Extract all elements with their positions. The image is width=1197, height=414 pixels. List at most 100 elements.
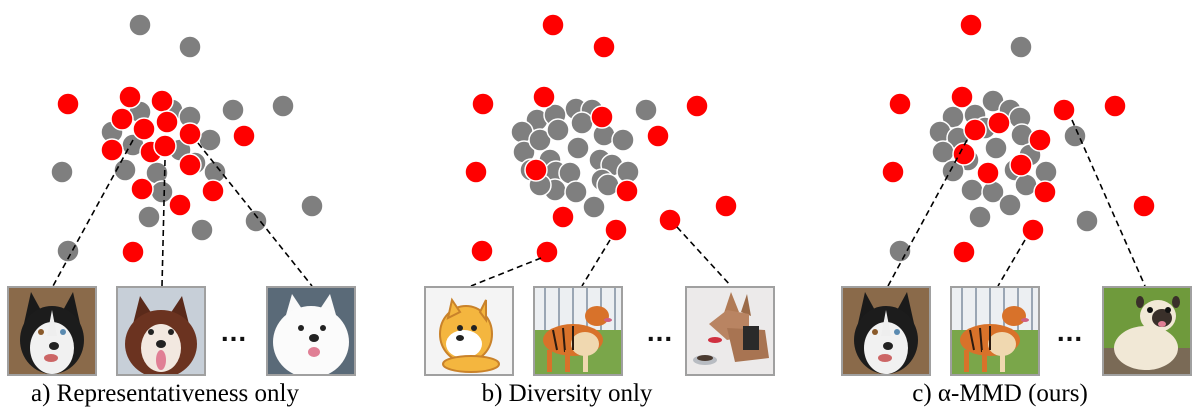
selected-point — [178, 122, 202, 146]
data-point — [564, 180, 588, 204]
selected-point — [132, 117, 156, 141]
selected-point — [471, 92, 495, 116]
selected-point — [1033, 180, 1057, 204]
connector-line — [161, 159, 166, 287]
data-point — [582, 195, 606, 219]
caption-b: b) Diversity only — [481, 380, 653, 407]
data-point — [300, 194, 324, 218]
thumbnail-b-0 — [424, 286, 514, 376]
thumbnail-c-1 — [950, 286, 1040, 376]
selected-point — [535, 240, 559, 264]
selected-point — [178, 153, 202, 177]
thumbnail-c-0 — [841, 286, 931, 376]
data-point — [137, 205, 161, 229]
selected-point — [153, 134, 177, 158]
data-point — [244, 209, 268, 233]
connector-line — [997, 239, 1026, 287]
selected-point — [592, 35, 616, 59]
ellipsis-a: ... — [220, 316, 248, 347]
thumbnail-b-2 — [685, 286, 775, 376]
thumbnail-a-1 — [116, 286, 206, 376]
selected-point — [201, 179, 225, 203]
selected-point — [881, 160, 905, 184]
selected-point — [950, 85, 974, 109]
connector-line — [52, 139, 134, 287]
selected-point — [470, 239, 494, 263]
selected-point — [532, 85, 556, 109]
data-point — [634, 98, 658, 122]
selected-point — [1009, 153, 1033, 177]
ellipsis-c: ... — [1056, 316, 1084, 347]
data-point — [1009, 35, 1033, 59]
connector-line — [1071, 119, 1146, 287]
data-point — [190, 218, 214, 242]
selected-point — [130, 177, 154, 201]
connector-line — [197, 142, 313, 287]
selected-point — [685, 94, 709, 118]
selected-point — [963, 118, 987, 142]
selected-point — [551, 205, 575, 229]
selected-point — [714, 194, 738, 218]
data-point — [56, 239, 80, 263]
scatter-panel-b — [464, 13, 738, 287]
selected-point — [524, 158, 548, 182]
selected-point — [1132, 194, 1156, 218]
selected-point — [1052, 98, 1076, 122]
connector-line — [887, 139, 968, 287]
thumbnail-b-1 — [533, 286, 623, 376]
selected-point — [1021, 218, 1045, 242]
data-point — [611, 128, 635, 152]
data-point — [128, 13, 152, 37]
connector-line — [581, 239, 611, 287]
selected-point — [590, 105, 614, 129]
data-point — [566, 136, 590, 160]
selected-point — [150, 89, 174, 113]
thumbnail-a-2 — [266, 286, 356, 376]
data-point — [968, 205, 992, 229]
selected-point — [232, 124, 256, 148]
data-point — [998, 193, 1022, 217]
selected-point — [952, 240, 976, 264]
selected-point — [646, 124, 670, 148]
data-point — [178, 35, 202, 59]
selected-point — [121, 240, 145, 264]
selected-point — [658, 208, 682, 232]
selected-point — [1103, 94, 1127, 118]
selected-point — [541, 13, 565, 37]
selected-point — [110, 107, 134, 131]
data-point — [50, 160, 74, 184]
data-point — [888, 239, 912, 263]
data-point — [1063, 124, 1087, 148]
thumbnail-a-0 — [7, 286, 97, 376]
data-point — [960, 178, 984, 202]
data-point — [984, 136, 1008, 160]
scatter-panel-a — [50, 13, 324, 287]
ellipsis-b: ... — [646, 316, 674, 347]
scatter-panel-c — [881, 13, 1156, 287]
selected-point — [118, 85, 142, 109]
selected-point — [615, 179, 639, 203]
selected-point — [976, 161, 1000, 185]
selected-point — [987, 111, 1011, 135]
connector-line — [470, 257, 542, 287]
selected-point — [168, 193, 192, 217]
data-point — [113, 158, 137, 182]
connector-line — [676, 226, 732, 287]
data-point — [528, 128, 552, 152]
selected-point — [100, 138, 124, 162]
selected-point — [1028, 128, 1052, 152]
data-point — [546, 118, 570, 142]
data-point — [1075, 209, 1099, 233]
selected-point — [888, 92, 912, 116]
selected-point — [952, 142, 976, 166]
selected-point — [464, 160, 488, 184]
selected-point — [959, 13, 983, 37]
data-point — [271, 94, 295, 118]
selected-point — [155, 110, 179, 134]
thumbnail-c-2 — [1102, 286, 1192, 376]
data-point — [1034, 160, 1058, 184]
data-point — [221, 98, 245, 122]
caption-c: c) α-MMD (ours) — [912, 380, 1088, 407]
